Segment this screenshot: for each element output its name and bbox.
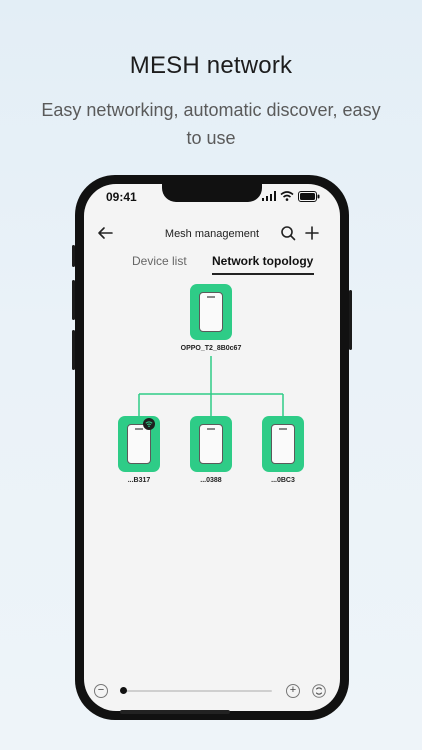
phone-screen: 09:41 Mesh management xyxy=(84,184,340,711)
node-label-root: OPPO_T2_8B0c67 xyxy=(180,345,242,352)
search-icon[interactable] xyxy=(280,225,296,241)
add-icon[interactable] xyxy=(304,225,320,241)
zoom-in-button[interactable]: + xyxy=(286,684,300,698)
signal-icon xyxy=(262,191,276,201)
router-icon xyxy=(199,292,223,332)
headline: MESH network xyxy=(129,52,293,79)
page-title: Mesh management xyxy=(164,228,260,240)
back-arrow-icon[interactable] xyxy=(96,224,114,242)
active-tab-indicator xyxy=(212,273,314,275)
notch xyxy=(162,184,262,202)
volume-down-button xyxy=(72,330,75,370)
node-label-child-3: ...0BC3 xyxy=(271,477,295,484)
router-icon xyxy=(271,424,295,464)
mesh-node-root[interactable] xyxy=(190,284,232,340)
mesh-node-child-2[interactable] xyxy=(190,416,232,472)
router-icon xyxy=(127,424,151,464)
node-label-child-2: ...0388 xyxy=(200,477,222,484)
node-label-child-1: ...B317 xyxy=(127,477,151,484)
zoom-slider[interactable] xyxy=(122,690,272,692)
power-button xyxy=(349,290,352,350)
status-icons xyxy=(262,190,320,202)
battery-icon xyxy=(298,190,320,202)
topology-links xyxy=(138,356,284,416)
zoom-out-button[interactable]: − xyxy=(94,684,108,698)
tab-device-list[interactable]: Device list xyxy=(132,254,187,268)
mute-switch xyxy=(72,245,75,267)
wifi-icon xyxy=(143,418,155,430)
home-indicator xyxy=(120,710,230,714)
mesh-node-child-1[interactable] xyxy=(118,416,160,472)
fit-view-icon[interactable] xyxy=(312,684,326,698)
zoom-slider-knob[interactable] xyxy=(120,687,127,694)
router-icon xyxy=(199,424,223,464)
subline: Easy networking, automatic discover, eas… xyxy=(41,100,381,148)
wifi-status-icon xyxy=(280,191,294,201)
volume-up-button xyxy=(72,280,75,320)
mesh-node-child-3[interactable] xyxy=(262,416,304,472)
status-time: 09:41 xyxy=(106,190,137,204)
phone-frame: 09:41 Mesh management xyxy=(72,175,352,720)
tab-network-topology[interactable]: Network topology xyxy=(212,254,314,268)
